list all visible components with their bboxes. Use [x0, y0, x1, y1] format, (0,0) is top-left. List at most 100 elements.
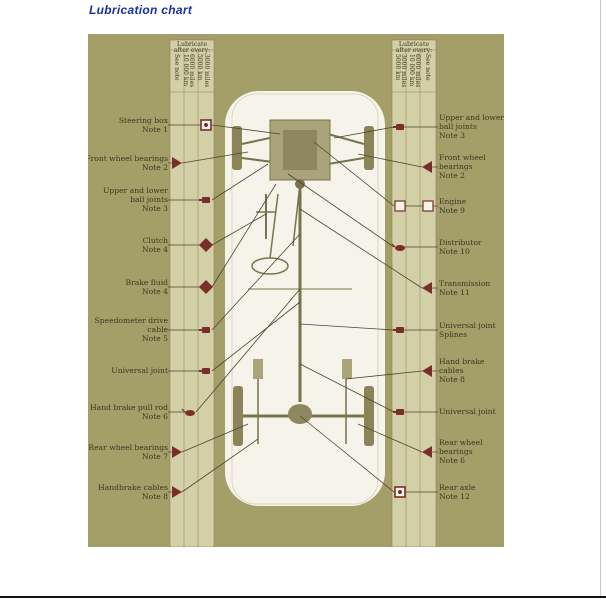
left-symbol-4 [199, 238, 213, 252]
right-label-4-note: Note 10 [439, 247, 470, 256]
left-symbol-7-body [202, 368, 210, 374]
right-symbol-7-shape [422, 365, 432, 377]
lubrication-chart: Lubricate after every: See note 10 000 k… [88, 34, 504, 547]
right-symbol-5 [422, 282, 432, 294]
right-label-7-note: Note 8 [439, 375, 466, 384]
right-label-10-text: Rear axle [439, 483, 476, 492]
left-schedule-columns [169, 39, 215, 547]
left-label-2-note: Note 2 [141, 163, 168, 172]
right-header-line2: after every: [395, 47, 433, 54]
right-symbol-10 [394, 486, 406, 498]
right-label-3-text: Engine [439, 197, 467, 206]
left-symbol-10 [172, 486, 182, 498]
right-col-3000mi: 3000 miles [400, 54, 407, 88]
page-title: Lubrication chart [89, 3, 193, 17]
left-col-3000mi: 3000 miles [203, 54, 210, 88]
right-leader-line-7 [345, 370, 423, 380]
left-label-7-text: Universal joint [111, 366, 168, 375]
right-symbol-3-frame [394, 200, 406, 212]
left-leader-line-5 [211, 183, 277, 288]
left-header-line1: Lubricate [176, 41, 208, 48]
left-leader-line-2 [181, 151, 249, 164]
left-symbol-4-shape [199, 238, 213, 252]
right-symbol-4 [391, 243, 405, 251]
right-leader-line-6 [299, 323, 395, 331]
right-symbol-1 [393, 124, 404, 130]
right-symbol-6 [393, 327, 404, 333]
right-label-1-text: Upper and lower ball joints [439, 113, 504, 131]
left-label-9-note: Note 7 [141, 452, 168, 461]
right-leader-line-2 [357, 153, 423, 168]
left-leader-line-6 [211, 233, 301, 331]
right-label-7-text: Hand brake cables [439, 357, 485, 375]
left-label-10-text: Handbrake cables [98, 483, 168, 492]
right-label-8-text: Universal joint [439, 407, 496, 416]
right-leader-line-8 [299, 363, 395, 413]
right-leader-line-4 [287, 173, 395, 248]
right-symbol-9-shape [422, 446, 432, 458]
left-symbol-6-nozzle [199, 329, 202, 331]
left-leader-line-8 [195, 288, 301, 413]
right-symbol-4-body [395, 245, 405, 251]
left-label-8-text: Hand brake pull rod [90, 403, 168, 412]
left-symbol-1-dot [204, 123, 208, 127]
right-symbol-9 [422, 446, 432, 458]
right-symbol-3b-frame [422, 200, 434, 212]
right-label-5-text: Transmission [439, 279, 491, 288]
left-header-line2: after every: [173, 47, 211, 54]
left-label-1-text: Steering box [118, 116, 168, 125]
left-symbol-3 [199, 197, 210, 203]
right-label-2-text: Front wheel bearings [439, 153, 486, 171]
right-symbol-7 [422, 365, 432, 377]
right-label-5-note: Note 11 [439, 288, 470, 297]
left-label-2-text: Front wheel bearings [88, 154, 168, 163]
left-label-10-note: Note 8 [141, 492, 168, 501]
right-label-3-note: Note 9 [439, 206, 466, 215]
right-col-6000mi: 6000 miles [414, 54, 421, 88]
right-symbol-2 [422, 161, 432, 173]
right-symbol-5-shape [422, 282, 432, 294]
right-symbol-1-body [396, 124, 404, 130]
right-symbol-8-nozzle [393, 411, 396, 413]
right-leader-line-3 [313, 141, 395, 207]
leader-lines [168, 124, 438, 493]
right-symbol-10-dot [398, 490, 402, 494]
right-schedule-columns [391, 39, 437, 547]
left-label-3-note: Note 3 [141, 204, 168, 213]
left-leader-line-4 [211, 213, 267, 246]
left-label-3-text: Upper and lower ball joints [103, 186, 168, 204]
left-label-1-note: Note 1 [141, 125, 168, 134]
left-label-4-note: Note 4 [141, 245, 168, 254]
page-right-border [600, 0, 601, 596]
right-symbol-6-nozzle [393, 329, 396, 331]
right-label-4-text: Distributor [439, 238, 482, 247]
left-symbol-3-nozzle [199, 199, 202, 201]
left-label-9-text: Rear wheel bearings [88, 443, 168, 452]
right-leader-line-1 [333, 126, 395, 139]
right-leader-line-10 [299, 415, 395, 493]
left-col-see-note: See note [173, 54, 180, 81]
right-symbol-6-body [396, 327, 404, 333]
left-col-5000km: 5000 km [196, 54, 203, 81]
left-symbol-8 [181, 408, 195, 416]
chart-drawing [168, 39, 438, 547]
left-label-6-text: Speedometer drive cable [94, 316, 168, 334]
right-label-2-note: Note 2 [439, 171, 466, 180]
left-symbol-3-body [202, 197, 210, 203]
left-symbol-10-shape [172, 486, 182, 498]
left-symbol-6-body [202, 327, 210, 333]
left-symbol-9 [172, 446, 182, 458]
left-symbol-8-body [185, 410, 195, 416]
left-symbol-7 [199, 368, 210, 374]
